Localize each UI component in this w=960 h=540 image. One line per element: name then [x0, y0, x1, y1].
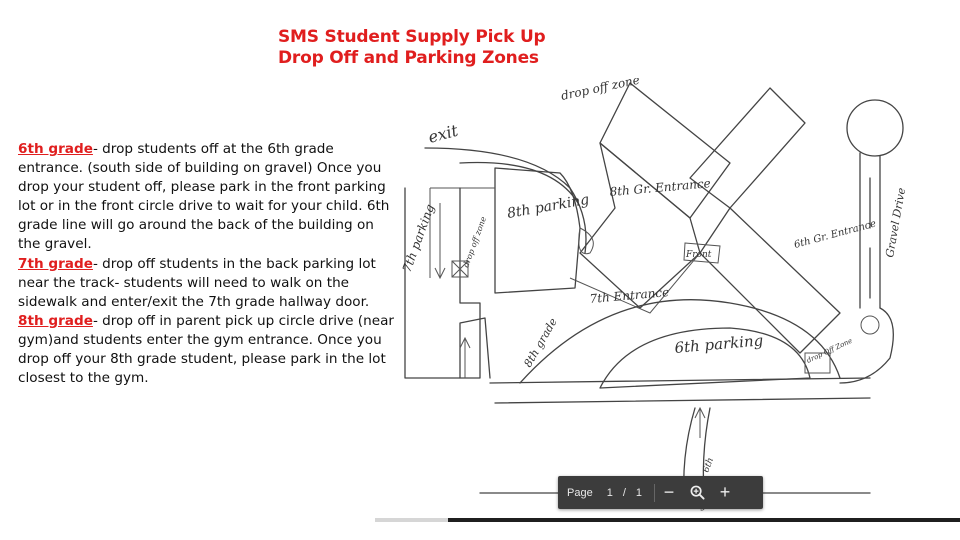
grade-6-text: - drop students off at the 6th grade ent… — [18, 141, 390, 253]
map-label-front: Front — [685, 250, 712, 260]
grade-7-heading: 7th grade — [18, 255, 93, 272]
scrollbar-thumb[interactable] — [448, 518, 960, 522]
map-label-6th-parking: 6th parking — [674, 331, 764, 357]
toolbar-divider — [654, 483, 656, 502]
exit-road — [424, 147, 587, 254]
zoom-in-icon-button[interactable] — [683, 479, 711, 507]
gravel-circle — [846, 99, 904, 157]
front-box — [683, 242, 721, 264]
current-page-number[interactable]: 1 — [606, 486, 613, 499]
campus-map-sketch: exit drop off zone 8th parking 8th Gr. E… — [400, 73, 960, 530]
map-label-7th-entrance: 7th Entrance — [589, 285, 670, 306]
total-pages: 1 — [635, 486, 643, 499]
building-south-wing — [699, 207, 841, 354]
map-label-8th-entrance: 8th Gr. Entrance — [609, 176, 711, 199]
map-label-8th-parking: 8th parking — [506, 192, 590, 222]
gravel-drive — [859, 152, 881, 309]
grade-7-text: - drop off students in the back parking … — [18, 255, 376, 310]
6th-parking-curve — [519, 299, 841, 384]
zoom-out-button[interactable]: − — [663, 482, 675, 502]
grade-8-text: - drop off in parent pick up circle driv… — [18, 312, 394, 387]
8th-parking-lot — [494, 167, 581, 294]
pdf-page-toolbar: Page 1 / 1 − + — [558, 476, 763, 509]
zoom-in-icon — [690, 485, 705, 500]
grade-6-heading: 6th grade — [18, 141, 93, 157]
map-label-6th-entrance: 6th Gr. Entrance — [793, 218, 878, 251]
map-label-gravel-drive: Gravel Drive — [883, 186, 908, 258]
grade-8-heading: 8th grade — [18, 312, 93, 329]
map-label-exit: exit — [426, 121, 460, 147]
map-label-drop-off-zone-top: drop off zone — [560, 78, 641, 103]
zoom-in-button[interactable]: + — [719, 482, 731, 502]
slide-title-line-2: Drop Off and Parking Zones — [278, 48, 539, 68]
horizontal-scrollbar[interactable] — [375, 518, 960, 522]
building-center — [579, 142, 701, 309]
map-label-7th-drop-zone: drop off zone — [461, 215, 488, 268]
gravel-drive-marker — [860, 315, 880, 335]
slide-title-line-1: SMS Student Supply Pick Up — [278, 27, 546, 47]
7th-parking-lot — [404, 187, 481, 379]
instructions-text: 6th grade- drop students off at the 6th … — [18, 140, 400, 388]
page-separator: / — [622, 486, 626, 499]
page-label: Page — [567, 486, 593, 499]
map-label-6th-small: 6th — [701, 456, 716, 474]
